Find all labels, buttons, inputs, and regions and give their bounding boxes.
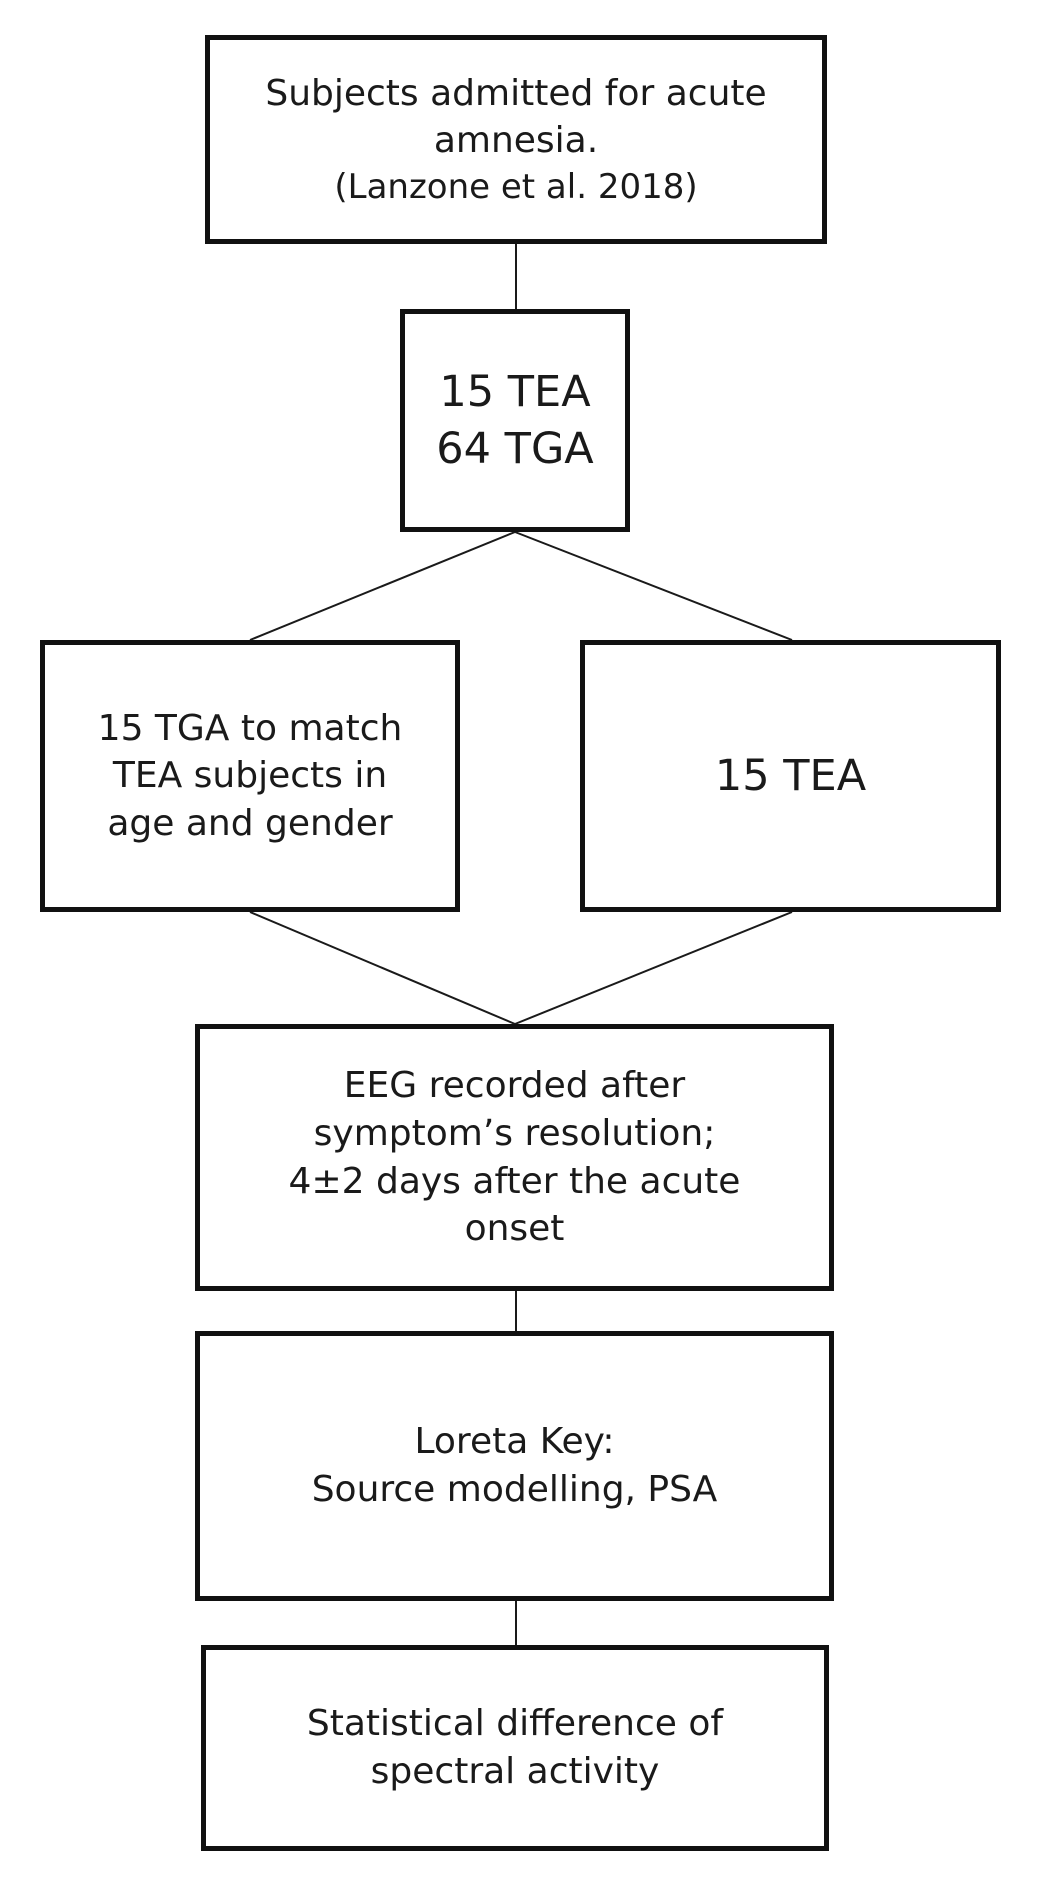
eeg-recording-box: EEG recorded after symptom’s resolution;…: [195, 1024, 834, 1291]
tea-count-text: 15 TEA: [439, 366, 591, 417]
tga-match-line-3: age and gender: [107, 802, 393, 844]
loreta-key-box: Loreta Key: Source modelling, PSA: [195, 1331, 834, 1601]
edge-tga-match-to-eeg: [249, 911, 516, 1025]
tea-group-box: 15 TEA: [580, 640, 1001, 912]
subject-counts-box: 15 TEA 64 TGA: [400, 309, 630, 532]
loreta-line-1: Loreta Key:: [414, 1421, 615, 1463]
edge-counts-to-tga-match: [249, 531, 516, 641]
edge-counts-to-tea-group: [514, 531, 793, 641]
tga-count-text: 64 TGA: [436, 423, 594, 474]
eeg-line-4: onset: [464, 1208, 565, 1250]
eeg-line-1: EEG recorded after: [343, 1065, 686, 1107]
loreta-line-2: Source modelling, PSA: [311, 1469, 718, 1510]
tga-match-line-1: 15 TGA to match: [97, 707, 403, 749]
edge-tea-group-to-eeg: [514, 911, 793, 1025]
citation-text: (Lanzone et al. 2018): [334, 166, 698, 207]
tga-match-line-2: TEA subjects in: [112, 755, 388, 797]
statistics-line-1: Statistical difference of: [306, 1703, 724, 1745]
subjects-admitted-box: Subjects admitted for acute amnesia. (La…: [205, 35, 827, 244]
eeg-line-2: symptom’s resolution;: [313, 1112, 716, 1154]
tea-group-text: 15 TEA: [714, 750, 867, 801]
tga-match-box: 15 TGA to match TEA subjects in age and …: [40, 640, 460, 912]
subjects-admitted-line-1: Subjects admitted for acute: [265, 72, 767, 114]
statistical-difference-box: Statistical difference of spectral activ…: [201, 1645, 829, 1851]
subjects-admitted-line-2: amnesia.: [433, 120, 599, 162]
eeg-line-3: 4±2 days after the acute: [288, 1160, 741, 1202]
statistics-line-2: spectral activity: [370, 1751, 660, 1792]
